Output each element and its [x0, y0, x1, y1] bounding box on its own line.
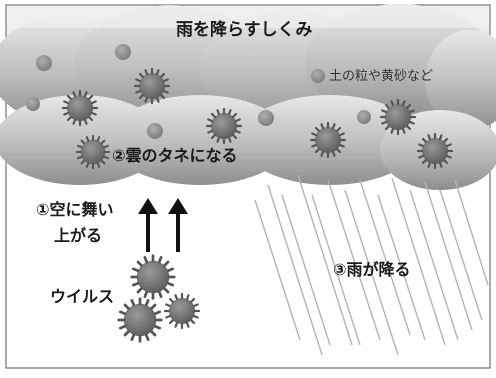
cloud-icon	[0, 4, 496, 190]
virus-label: ウイルス	[50, 287, 115, 306]
up-arrow-icon	[138, 198, 188, 252]
rise-label-line1: ①空に舞い	[36, 200, 114, 219]
cloud-seed-label: ②雲のタネになる	[112, 146, 238, 165]
rise-label-line2: 上がる	[54, 226, 103, 245]
rain-label: ③雨が降る	[333, 260, 411, 279]
soil-legend-label: 土の粒や黄砂など	[329, 69, 434, 84]
soil-particle-icon	[26, 44, 371, 139]
diagram-title: 雨を降らすしくみ	[176, 20, 313, 40]
rain-streak-icon	[254, 174, 489, 356]
